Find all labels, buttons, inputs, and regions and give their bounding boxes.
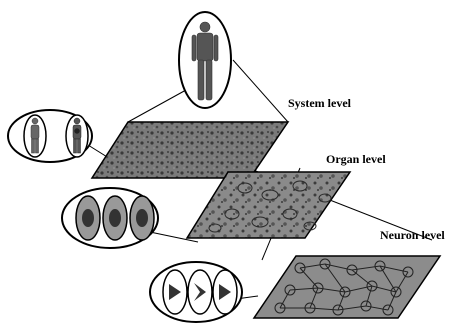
organ-cells-ellipse	[62, 188, 158, 248]
system-level-plate	[92, 122, 288, 178]
neuron-level-label: Neuron level	[380, 228, 445, 242]
organ-level-label: Organ level	[326, 152, 386, 166]
system-figure-ellipse	[179, 12, 231, 108]
organ-figures-ellipse	[8, 110, 92, 162]
organ-level-plate	[187, 172, 350, 238]
system-level-label: System level	[288, 96, 352, 110]
neuron-cells-ellipse	[150, 262, 242, 322]
